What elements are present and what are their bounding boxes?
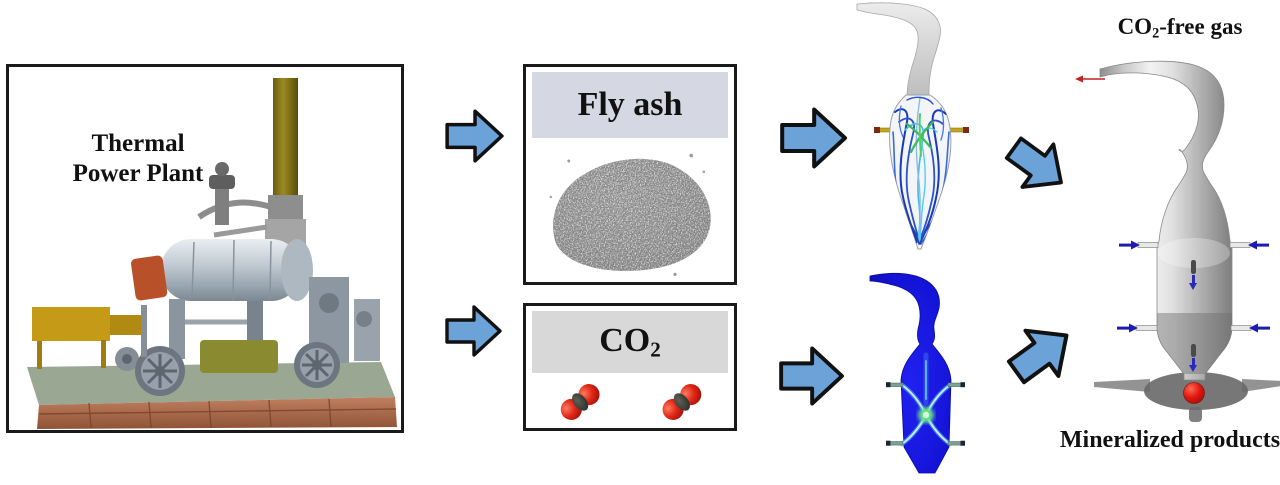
fly-ash-pile-image xyxy=(549,153,711,277)
plant-firebox xyxy=(131,255,168,301)
thermal-plant-box: Thermal Power Plant xyxy=(6,64,404,433)
flow-arrow-icon xyxy=(993,306,1090,402)
co2-banner: CO2 xyxy=(532,311,728,373)
fly-ash-banner: Fly ash xyxy=(532,72,728,138)
reactor-vessel xyxy=(1099,60,1233,381)
reactor-neck xyxy=(856,2,941,98)
cfd-jets xyxy=(899,352,953,447)
thermal-plant-label: Thermal Power Plant xyxy=(43,129,233,189)
co2-molecule-icon xyxy=(560,384,600,420)
cfd-contour-reactor-image xyxy=(869,272,965,474)
co2-molecule-icon xyxy=(662,384,702,420)
thermal-power-plant-illustration xyxy=(27,78,397,429)
fly-ash-label: Fly ash xyxy=(577,86,683,123)
co2-free-gas-label: CO2-free gas xyxy=(1117,14,1243,42)
mineralized-product-outlet xyxy=(1183,382,1205,404)
flow-arrow-icon xyxy=(443,104,505,168)
co2-molecules-image xyxy=(560,384,702,420)
injector-rod-icon xyxy=(886,382,965,446)
flow-arrow-icon xyxy=(443,303,503,359)
co2-box: CO2 xyxy=(523,303,737,431)
plant-chimney xyxy=(273,78,298,200)
plant-wood-base xyxy=(37,397,397,429)
reactor-blue-body xyxy=(869,272,952,474)
gas-outlet-arrow-icon xyxy=(1075,75,1105,83)
fly-ash-box: Fly ash xyxy=(523,64,737,285)
mineralized-products-label: Mineralized products xyxy=(1059,427,1280,453)
thermal-plant-label-line1: Thermal xyxy=(91,130,185,157)
flow-arrow-icon xyxy=(991,119,1083,211)
feed-inlet-arrow-icon xyxy=(1119,240,1269,250)
plant-generator xyxy=(32,307,110,341)
plant-boiler xyxy=(161,239,301,301)
plant-flywheel-left xyxy=(135,346,185,396)
feed-inlet-arrow-icon xyxy=(1117,323,1270,333)
flow-arrow-icon xyxy=(776,106,850,170)
co2-label: CO2 xyxy=(599,321,661,362)
plant-tank xyxy=(200,340,278,373)
cfd-streamline-reactor-image xyxy=(856,2,969,250)
flow-arrow-icon xyxy=(776,345,846,407)
plant-flywheel-right xyxy=(294,342,340,388)
mineralization-reactor-image xyxy=(1075,60,1280,422)
wall-down-arrow-icon xyxy=(1189,260,1197,372)
thermal-plant-label-line2: Power Plant xyxy=(72,160,204,187)
